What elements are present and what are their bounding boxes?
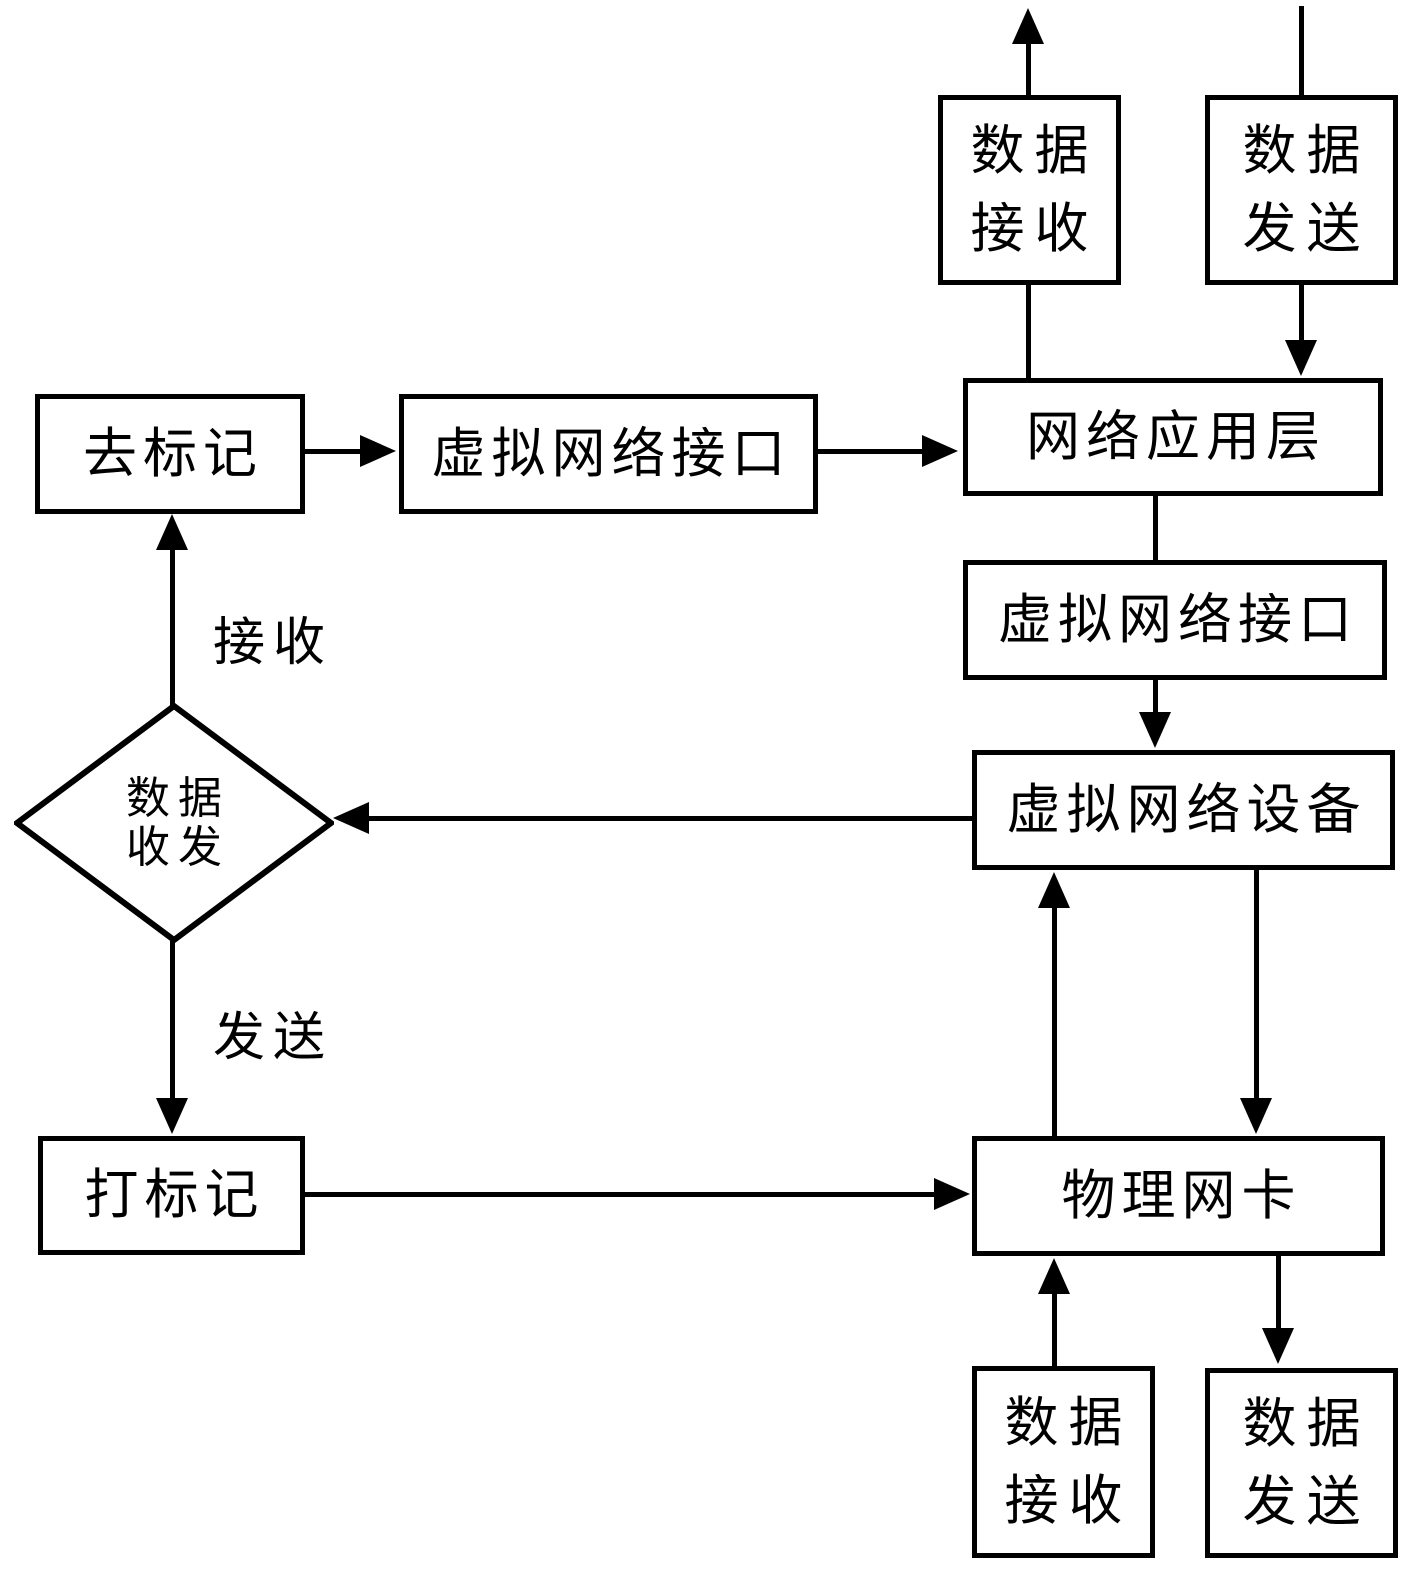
- edge-vdev-to-decision-arrowhead: [333, 802, 369, 834]
- edge-remove-tag-to-vif-left-arrowhead: [360, 435, 396, 467]
- edge-vif-left-to-app-arrowhead: [922, 435, 958, 467]
- node-data-receive-top-line1: 数据: [970, 120, 1099, 181]
- edge-remove-tag-to-vif-left-line: [305, 449, 360, 454]
- edge-add-tag-to-nic-arrowhead: [934, 1178, 970, 1210]
- node-data-send-bottom-line2: 发送: [1242, 1472, 1371, 1532]
- edge-data-receive-top-out-line: [1026, 38, 1031, 95]
- node-remove-tag-label: 去标记: [83, 423, 263, 484]
- edge-label-receive: 接收: [213, 615, 334, 672]
- edge-decision-to-remove-tag-arrowhead: [156, 514, 188, 550]
- node-virtual-network-device: 虚拟网络设备: [972, 750, 1395, 870]
- edge-data-send-top-to-app-line: [1299, 285, 1304, 344]
- edge-add-tag-to-nic-line: [305, 1192, 938, 1197]
- node-virtual-network-interface-left-label: 虚拟网络接口: [431, 423, 792, 484]
- diamond-shape: [14, 703, 334, 943]
- edge-vdev-to-nic-arrowhead: [1240, 1098, 1272, 1134]
- edge-vdev-to-nic-line: [1254, 870, 1259, 1102]
- edge-nic-to-data-send-bottom-arrowhead: [1262, 1328, 1294, 1364]
- node-virtual-network-device-label: 虚拟网络设备: [1006, 779, 1367, 840]
- edge-decision-to-remove-tag-line: [170, 546, 175, 706]
- node-data-receive-top-line2: 接收: [970, 199, 1099, 259]
- edge-app-to-vif-right-line: [1153, 496, 1158, 560]
- edge-data-receive-bottom-to-nic-line: [1052, 1290, 1057, 1366]
- node-physical-nic: 物理网卡: [972, 1136, 1385, 1256]
- edge-nic-to-data-send-bottom-line: [1276, 1256, 1281, 1332]
- edge-decision-to-add-tag-line: [170, 941, 175, 1102]
- edge-nic-to-vdev-arrowhead: [1038, 872, 1070, 908]
- node-virtual-network-interface-left: 虚拟网络接口: [399, 394, 818, 514]
- node-data-send-bottom: 数据 发送: [1205, 1368, 1398, 1558]
- edge-nic-to-vdev-line: [1052, 904, 1057, 1136]
- node-network-app-layer-label: 网络应用层: [1026, 406, 1326, 467]
- node-data-receive-bottom-line2: 接收: [1004, 1471, 1133, 1531]
- node-data-send-top-line2: 发送: [1242, 199, 1371, 259]
- edge-vif-left-to-app-line: [818, 449, 924, 454]
- edge-vif-right-to-vdev-arrowhead: [1139, 712, 1171, 748]
- node-remove-tag: 去标记: [35, 394, 305, 514]
- edge-data-receive-bottom-to-nic-arrowhead: [1038, 1258, 1070, 1294]
- node-data-send-bottom-line1: 数据: [1242, 1393, 1371, 1454]
- node-physical-nic-label: 物理网卡: [1061, 1165, 1302, 1226]
- node-virtual-network-interface-right: 虚拟网络接口: [963, 560, 1387, 680]
- node-data-receive-bottom: 数据 接收: [972, 1366, 1155, 1558]
- edge-data-receive-top-out-arrowhead: [1012, 8, 1044, 44]
- node-data-send-top-line1: 数据: [1242, 120, 1371, 181]
- node-network-app-layer: 网络应用层: [963, 378, 1383, 496]
- edge-vdev-to-decision-line: [365, 816, 972, 821]
- decision-line2: 收发: [126, 823, 230, 872]
- edge-data-send-top-to-app-arrowhead: [1285, 340, 1317, 376]
- node-data-receive-top: 数据 接收: [938, 95, 1121, 285]
- node-data-send-top: 数据 发送: [1205, 95, 1398, 285]
- edge-decision-to-add-tag-arrowhead: [156, 1098, 188, 1134]
- decision-line1: 数据: [126, 773, 230, 823]
- node-add-tag: 打标记: [38, 1136, 305, 1255]
- node-data-receive-bottom-line1: 数据: [1004, 1392, 1133, 1453]
- edge-into-data-send-top-line: [1299, 6, 1304, 95]
- edge-data-receive-top-to-app-line: [1026, 285, 1031, 378]
- edge-vif-right-to-vdev-line: [1153, 680, 1158, 716]
- node-data-transceive-decision: 数据 收发: [14, 703, 334, 943]
- node-data-transceive-decision-text: 数据 收发: [14, 703, 334, 943]
- node-virtual-network-interface-right-label: 虚拟网络接口: [998, 589, 1358, 650]
- node-add-tag-label: 打标记: [84, 1165, 265, 1226]
- edge-label-send: 发送: [213, 1010, 334, 1067]
